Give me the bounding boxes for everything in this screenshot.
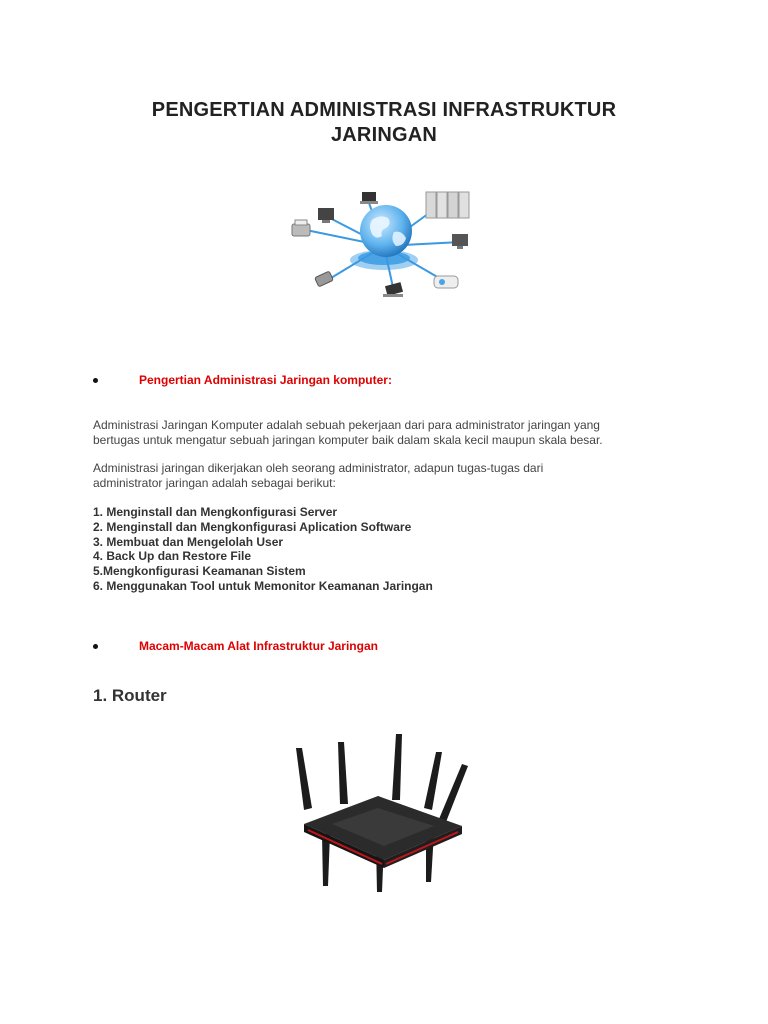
section-heading-administration: Pengertian Administrasi Jaringan kompute… [139,373,392,387]
bullet-item-network-tools: Macam-Macam Alat Infrastruktur Jaringan [93,639,653,657]
phone-icon [314,271,334,287]
router-antennas [296,734,468,892]
monitor-icon [452,234,468,249]
desktop-icon [318,208,334,223]
bullet-item-administration: Pengertian Administrasi Jaringan kompute… [93,373,653,391]
router-body [304,796,462,868]
paragraph-tasks-intro: Administrasi jaringan dikerjakan oleh se… [93,461,653,491]
bullet-dot-icon [93,644,98,649]
task-item: 2. Menginstall dan Mengkonfigurasi Aplic… [93,519,412,534]
laptop-icon [360,192,378,204]
document-title: PENGERTIAN ADMINISTRASI INFRASTRUKTUR JA… [0,98,768,148]
network-globe-illustration [291,191,470,297]
router-photo [296,734,468,892]
paragraph-definition: Administrasi Jaringan Komputer adalah se… [93,418,653,448]
task-item: 1. Menginstall dan Mengkonfigurasi Serve… [93,505,338,519]
globe [360,205,412,257]
task-list: 1. Menginstall dan Mengkonfigurasi Serve… [93,505,653,594]
router-heading: 1. Router [93,686,167,705]
bullet-dot-icon [93,378,98,383]
projector-icon [433,275,459,289]
task-item: 4. Back Up dan Restore File [93,549,252,564]
notebook-icon [383,282,404,297]
task-item: 6. Menggunakan Tool untuk Memonitor Keam… [93,578,433,593]
paragraph-line: bertugas untuk mengatur sebuah jaringan … [93,433,603,447]
paragraph-line: Administrasi Jaringan Komputer adalah se… [93,418,600,432]
task-item: 5.Mengkonfigurasi Keamanan Sistem [93,564,306,579]
title-line-1: PENGERTIAN ADMINISTRASI INFRASTRUKTUR [151,99,617,121]
printer-icon [291,219,311,237]
title-line-2: JARINGAN [330,124,438,146]
paragraph-line: Administrasi jaringan dikerjakan oleh se… [93,461,544,475]
server-rack-icon [425,191,470,219]
section-heading-network-tools: Macam-Macam Alat Infrastruktur Jaringan [139,639,378,653]
task-item: 3. Membuat dan Mengelolah User [93,534,284,549]
paragraph-line: administrator jaringan adalah sebagai be… [93,476,336,490]
